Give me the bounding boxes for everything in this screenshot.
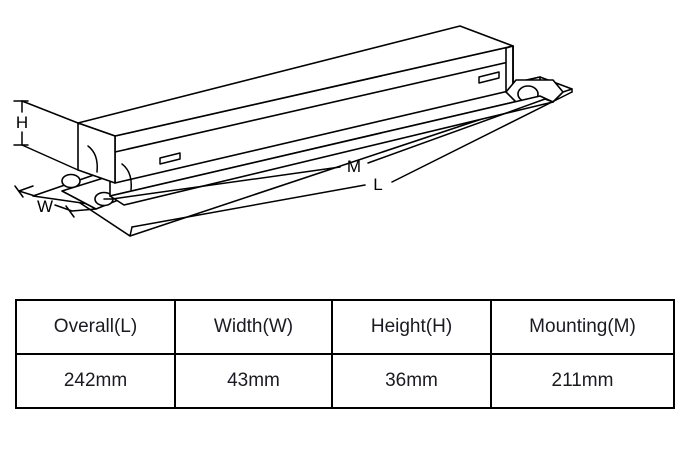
dimension-label-overall: L bbox=[373, 175, 382, 194]
table-header-mounting: Mounting(M) bbox=[490, 299, 675, 355]
specification-table: Overall(L) Width(W) Height(H) Mounting(M… bbox=[15, 299, 675, 409]
dimension-label-width: W bbox=[37, 197, 53, 216]
vent-slot-right bbox=[478, 71, 500, 84]
table-header-overall: Overall(L) bbox=[15, 299, 176, 355]
vent-slot-left bbox=[159, 152, 181, 165]
table-header-height: Height(H) bbox=[331, 299, 492, 355]
table-header-row: Overall(L) Width(W) Height(H) Mounting(M… bbox=[15, 299, 675, 355]
mounting-hole-left-rear bbox=[61, 173, 81, 189]
corner-seam-detail-left bbox=[87, 145, 98, 173]
table-value-row: 242mm 43mm 36mm 211mm bbox=[15, 353, 675, 409]
specification-table-container: Overall(L) Width(W) Height(H) Mounting(M… bbox=[15, 299, 675, 409]
dimension-w bbox=[14, 185, 97, 218]
table-value-mounting: 211mm bbox=[490, 353, 675, 409]
enclosure-left-end-face bbox=[77, 122, 116, 184]
table-header-width: Width(W) bbox=[174, 299, 333, 355]
isometric-drawing-svg: H W M L bbox=[13, 25, 573, 237]
corner-seam-detail-mid bbox=[121, 163, 132, 191]
dimension-label-height: H bbox=[16, 113, 28, 132]
product-dimension-drawing: H W M L bbox=[13, 25, 573, 237]
dimension-l bbox=[129, 88, 573, 237]
dimension-label-mounting: M bbox=[347, 157, 361, 176]
table-value-overall: 242mm bbox=[15, 353, 176, 409]
dimension-h bbox=[13, 100, 79, 171]
table-value-width: 43mm bbox=[174, 353, 333, 409]
table-value-height: 36mm bbox=[331, 353, 492, 409]
